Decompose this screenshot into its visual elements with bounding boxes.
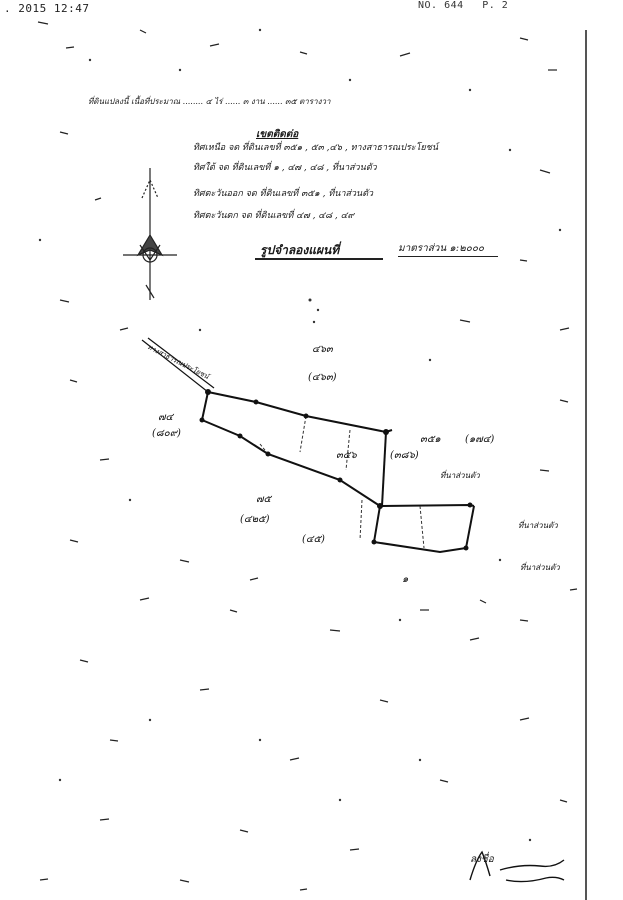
label-ne-parcel: ๓๕๑ [420, 434, 441, 445]
boundary-east: ทิศตะวันออก จด ที่ดินเลขที่ ๓๕๑ , ที่นาส… [193, 189, 374, 199]
label-ne-parcel-code: (๑๗๔) [465, 434, 494, 445]
fax-number: NO. 644 [418, 0, 464, 11]
boundary-title: เขตติดต่อ [256, 129, 299, 140]
boundary-west: ทิศตะวันตก จด ที่ดินเลขที่ ๔๗ , ๔๘ , ๔๙ [193, 211, 355, 221]
page-edge-line [585, 30, 587, 900]
label-east-2: ที่นาส่วนตัว [520, 561, 560, 572]
map-scale: มาตราส่วน ๑:๒๐๐๐ [398, 243, 485, 254]
survey-marks [199, 389, 473, 551]
signature-mark [469, 850, 565, 883]
area-line: ที่ดินแปลงนี้ เนื้อที่ประมาณ ........ ๔ … [88, 97, 331, 106]
label-center-parcel: ๓๕๖ [336, 450, 357, 461]
fax-timestamp: . 2015 12:47 [4, 2, 90, 15]
label-west-parcel: ๗๔ [158, 412, 175, 423]
label-west-parcel-code: (๘๐๙) [152, 428, 181, 439]
boundary-south: ทิศใต้ จด ที่ดินเลขที่ ๑ , ๔๗ , ๔๘ , ที่… [193, 163, 377, 173]
label-center-parcel-code: (๓๘๖) [390, 450, 419, 461]
public-road [141, 337, 215, 393]
label-north-parcel-number: ๔๖๓ [312, 344, 334, 355]
fax-header: NO. 644 P. 2 [418, 0, 520, 11]
label-east-1: ที่นาส่วนตัว [518, 519, 558, 530]
map-title: รูปจำลองแผนที่ [260, 243, 340, 257]
fax-page: P. 2 [482, 0, 509, 11]
compass-icon [123, 168, 177, 300]
map-title-underline [255, 258, 383, 260]
boundary-north: ทิศเหนือ จด ที่ดินเลขที่ ๓๕๑ , ๕๓ ,๔๖ , … [193, 143, 438, 153]
scan-noise [37, 21, 578, 891]
label-sw-parcel-code: (๔๒๕) [240, 514, 270, 525]
parcel-boundary [201, 391, 475, 554]
label-center-note: ที่นาส่วนตัว [440, 469, 480, 480]
map-scale-underline [398, 256, 498, 257]
label-s-parcel-code: (๔๕) [302, 534, 325, 545]
label-sw-parcel: ๗๕ [256, 494, 273, 505]
signature-label: ลงชื่อ [470, 854, 494, 865]
label-south-parcel: ๑ [402, 574, 409, 585]
label-north-parcel-code: (๔๖๓) [308, 372, 337, 383]
scan-dots [38, 28, 562, 842]
